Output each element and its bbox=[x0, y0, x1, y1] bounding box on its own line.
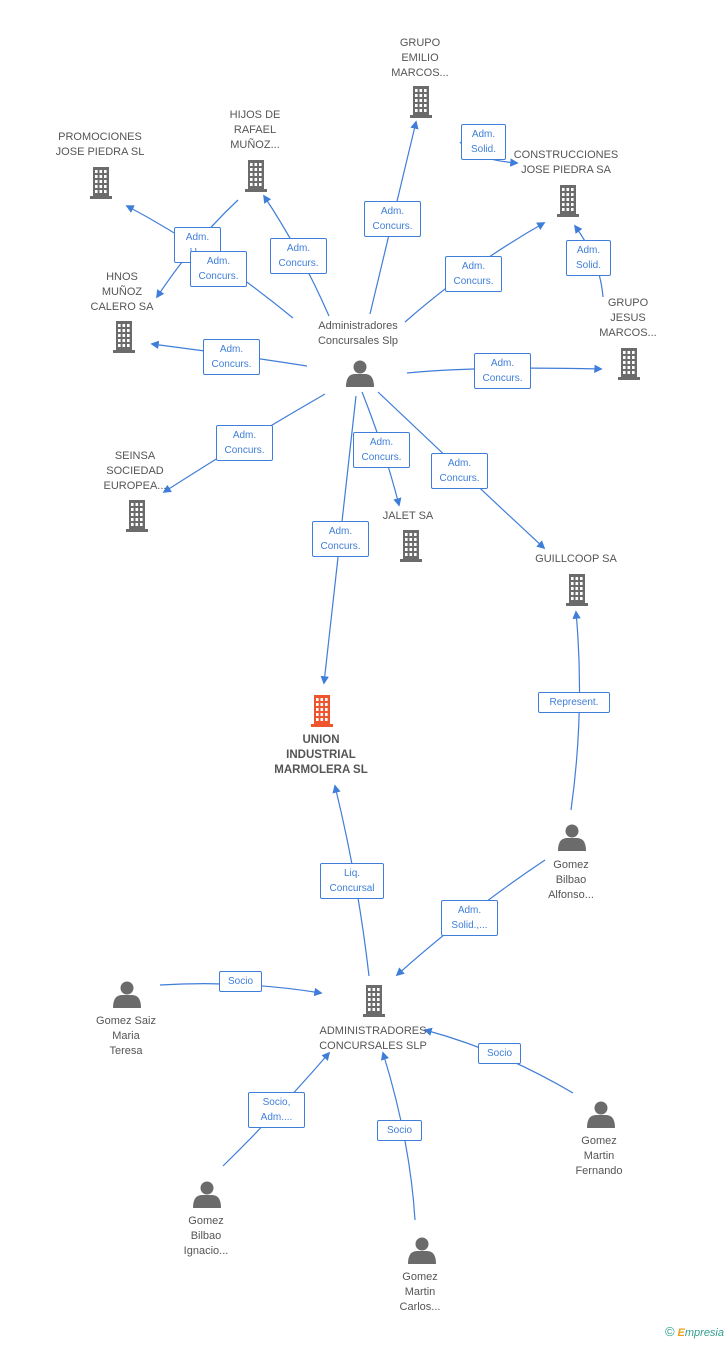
empresia-brand: ©Empresia bbox=[665, 1324, 724, 1339]
node-label-jalet[interactable]: JALET SA bbox=[382, 510, 434, 522]
edge-label-e5[interactable]: Adm. Concurs. bbox=[190, 251, 247, 287]
node-label-admin-slp-person[interactable]: Administradores Concursales Slp bbox=[317, 320, 399, 347]
focus-building-icon-union-industrial[interactable] bbox=[311, 695, 333, 727]
edge-label-e6[interactable]: Adm. Concurs. bbox=[270, 238, 327, 274]
edge-label-e17[interactable]: Socio bbox=[219, 971, 262, 992]
building-icon-guillcoop[interactable] bbox=[566, 574, 588, 606]
node-icons bbox=[90, 86, 640, 1264]
person-icon-admin-slp-person[interactable] bbox=[346, 360, 374, 388]
edge-label-e8[interactable]: Adm. Concurs. bbox=[203, 339, 260, 375]
edge-label-e14[interactable]: Represent. bbox=[538, 692, 610, 713]
edge-label-e11[interactable]: Adm. Concurs. bbox=[353, 432, 410, 468]
node-label-union-industrial[interactable]: UNION INDUSTRIAL MARMOLERA SL bbox=[274, 734, 368, 776]
edge-label-e12[interactable]: Adm. Concurs. bbox=[431, 453, 488, 489]
edge-label-e19[interactable]: Socio, Adm.... bbox=[248, 1092, 305, 1128]
node-label-grupo-emilio[interactable]: GRUPO EMILIO MARCOS... bbox=[391, 37, 449, 79]
node-label-admin-slp-company[interactable]: ADMINISTRADORES CONCURSALES SLP bbox=[319, 1025, 427, 1052]
edge-label-e2[interactable]: Adm. Solid. bbox=[566, 240, 611, 276]
building-icon-seinsa[interactable] bbox=[126, 500, 148, 532]
node-label-grupo-jesus[interactable]: GRUPO JESUS MARCOS... bbox=[599, 297, 657, 339]
building-icon-hijos-rafael[interactable] bbox=[245, 160, 267, 192]
edge-label-e15[interactable]: Liq. Concursal bbox=[320, 863, 384, 899]
building-icon-hnos-munoz[interactable] bbox=[113, 321, 135, 353]
building-icon-grupo-emilio[interactable] bbox=[410, 86, 432, 118]
edge-label-e13[interactable]: Adm. Concurs. bbox=[312, 521, 369, 557]
node-label-gomez-alfonso[interactable]: Gomez Bilbao Alfonso... bbox=[548, 859, 594, 901]
person-icon-gomez-ignacio[interactable] bbox=[193, 1181, 221, 1209]
building-icon-grupo-jesus[interactable] bbox=[618, 348, 640, 380]
node-label-gomez-fernando[interactable]: Gomez Martin Fernando bbox=[575, 1135, 623, 1177]
node-label-hnos-munoz[interactable]: HNOS MUÑOZ CALERO SA bbox=[90, 271, 154, 313]
node-label-gomez-saiz[interactable]: Gomez Saiz Maria Teresa bbox=[96, 1015, 156, 1057]
edge-label-e3[interactable]: Adm. Concurs. bbox=[364, 201, 421, 237]
node-label-guillcoop[interactable]: GUILLCOOP SA bbox=[535, 553, 617, 565]
node-label-hijos-rafael[interactable]: HIJOS DE RAFAEL MUÑOZ... bbox=[229, 109, 281, 151]
node-label-promociones-jose[interactable]: PROMOCIONES JOSE PIEDRA SL bbox=[55, 131, 145, 158]
node-label-construcciones-jose[interactable]: CONSTRUCCIONES JOSE PIEDRA SA bbox=[513, 149, 619, 176]
brand-name: mpresia bbox=[684, 1327, 724, 1339]
brand-e: E bbox=[677, 1327, 685, 1339]
person-icon-gomez-carlos[interactable] bbox=[408, 1237, 436, 1265]
edge-label-e7[interactable]: Adm. Concurs. bbox=[445, 256, 502, 292]
edge-label-e10[interactable]: Adm. Concurs. bbox=[216, 425, 273, 461]
edge-label-e9[interactable]: Adm. Concurs. bbox=[474, 353, 531, 389]
copyright-symbol: © bbox=[664, 1324, 675, 1339]
building-icon-admin-slp-company[interactable] bbox=[363, 985, 385, 1017]
person-icon-gomez-fernando[interactable] bbox=[587, 1101, 615, 1129]
edge-label-e18[interactable]: Socio bbox=[478, 1043, 521, 1064]
building-icon-jalet[interactable] bbox=[400, 530, 422, 562]
person-icon-gomez-alfonso[interactable] bbox=[558, 824, 586, 852]
edge-label-e20[interactable]: Socio bbox=[377, 1120, 422, 1141]
building-icon-promociones-jose[interactable] bbox=[90, 167, 112, 199]
node-label-gomez-ignacio[interactable]: Gomez Bilbao Ignacio... bbox=[183, 1215, 229, 1257]
edge-label-e16[interactable]: Adm. Solid.,... bbox=[441, 900, 498, 936]
building-icon-construcciones-jose[interactable] bbox=[557, 185, 579, 217]
node-label-seinsa[interactable]: SEINSA SOCIEDAD EUROPEA... bbox=[103, 450, 167, 492]
person-icon-gomez-saiz[interactable] bbox=[113, 981, 141, 1009]
edge-label-e1[interactable]: Adm. Solid. bbox=[461, 124, 506, 160]
node-label-gomez-carlos[interactable]: Gomez Martin Carlos... bbox=[399, 1271, 441, 1313]
